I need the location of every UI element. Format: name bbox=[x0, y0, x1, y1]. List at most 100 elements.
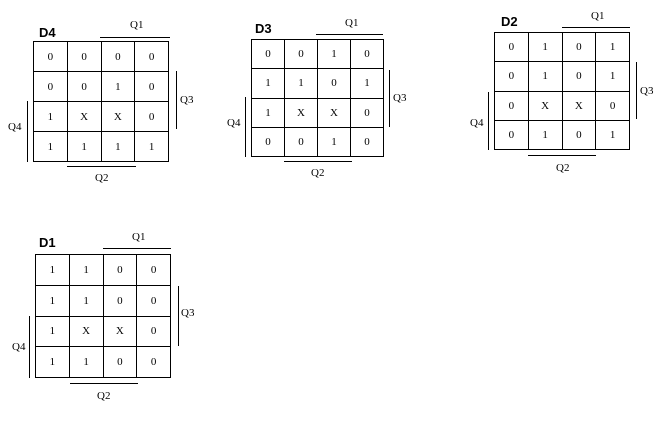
q1-label: Q1 bbox=[591, 10, 605, 22]
kmap-cell: 1 bbox=[251, 97, 285, 128]
kmap-cell: 0 bbox=[136, 315, 171, 348]
kmap-cell: 1 bbox=[35, 254, 70, 286]
q2-label: Q2 bbox=[95, 172, 109, 184]
kmap-cell: X bbox=[102, 315, 138, 348]
kmap-cell: X bbox=[561, 90, 597, 121]
kmap-cell: 0 bbox=[595, 90, 630, 121]
kmap-cell: 1 bbox=[35, 346, 70, 378]
q2-label: Q2 bbox=[97, 390, 111, 402]
kmap-title: D1 bbox=[39, 235, 56, 250]
kmap-cell: 1 bbox=[317, 126, 351, 158]
q2-span-line bbox=[70, 383, 138, 384]
q1-span-line bbox=[103, 248, 171, 249]
kmap-cell: 0 bbox=[136, 284, 171, 317]
karnaugh-grid: 0 0 0 0 0 0 1 0 1 X X 0 1 1 1 1 bbox=[33, 41, 169, 162]
kmap-cell: 0 bbox=[284, 38, 318, 70]
kmap-cell: 0 bbox=[350, 97, 384, 128]
q4-span-line bbox=[488, 92, 489, 150]
q3-span-line bbox=[389, 70, 390, 127]
q4-span-line bbox=[245, 97, 246, 157]
kmap-cell: 0 bbox=[136, 346, 171, 378]
kmap-cell: 0 bbox=[134, 41, 169, 72]
kmap-cell: X bbox=[66, 101, 102, 132]
q1-label: Q1 bbox=[130, 19, 144, 31]
q4-label: Q4 bbox=[12, 341, 26, 353]
kmap-cell: 0 bbox=[494, 119, 529, 151]
kmap-cell: 0 bbox=[561, 31, 597, 63]
kmap-cell: 1 bbox=[68, 284, 104, 317]
kmap-cell: 1 bbox=[527, 31, 563, 63]
kmap-cell: X bbox=[68, 315, 104, 348]
kmap-cell: 1 bbox=[33, 131, 68, 162]
kmap-cell: 1 bbox=[527, 119, 563, 151]
kmap-cell: 1 bbox=[284, 68, 318, 99]
kmap-cell: 0 bbox=[134, 71, 169, 102]
kmap-cell: 1 bbox=[350, 68, 384, 99]
q4-label: Q4 bbox=[470, 117, 484, 129]
karnaugh-grid: 1 1 0 0 1 1 0 0 1 X X 0 1 1 0 0 bbox=[35, 254, 171, 378]
karnaugh-grid: 0 0 1 0 1 1 0 1 1 X X 0 0 0 1 0 bbox=[251, 38, 384, 158]
kmap-cell: 1 bbox=[100, 71, 136, 102]
kmap-cell: 1 bbox=[66, 131, 102, 162]
q2-span-line bbox=[528, 155, 596, 156]
q2-label: Q2 bbox=[556, 162, 570, 174]
kmap-cell: 0 bbox=[561, 119, 597, 151]
kmap-title: D3 bbox=[255, 21, 272, 36]
kmap-title: D2 bbox=[501, 14, 518, 29]
kmap-cell: 0 bbox=[102, 346, 138, 378]
q1-label: Q1 bbox=[132, 231, 146, 243]
q3-label: Q3 bbox=[180, 94, 194, 106]
q3-span-line bbox=[176, 71, 177, 129]
kmap-cell: 1 bbox=[134, 131, 169, 162]
q4-label: Q4 bbox=[227, 117, 241, 129]
kmap-cell: 1 bbox=[100, 131, 136, 162]
kmap-cell: 0 bbox=[102, 284, 138, 317]
kmap-cell: 1 bbox=[68, 346, 104, 378]
kmap-cell: 0 bbox=[134, 101, 169, 132]
kmap-cell: 0 bbox=[284, 126, 318, 158]
q1-span-line bbox=[316, 34, 383, 35]
kmap-cell: 0 bbox=[494, 61, 529, 92]
kmap-cell: 0 bbox=[350, 126, 384, 158]
kmap-cell: 1 bbox=[33, 101, 68, 132]
kmap-cell: 0 bbox=[350, 38, 384, 70]
kmap-cell: 0 bbox=[136, 254, 171, 286]
q1-span-line bbox=[100, 37, 170, 38]
kmap-cell: 1 bbox=[35, 315, 70, 348]
kmap-cell: 0 bbox=[494, 31, 529, 63]
kmap-cell: 1 bbox=[68, 254, 104, 286]
kmap-cell: 1 bbox=[35, 284, 70, 317]
q4-span-line bbox=[27, 101, 28, 162]
kmap-cell: X bbox=[527, 90, 563, 121]
q3-span-line bbox=[636, 62, 637, 119]
q2-span-line bbox=[67, 166, 136, 167]
q2-span-line bbox=[284, 161, 352, 162]
kmap-cell: 1 bbox=[527, 61, 563, 92]
q3-label: Q3 bbox=[393, 92, 407, 104]
q4-label: Q4 bbox=[8, 121, 22, 133]
kmap-cell: 1 bbox=[251, 68, 285, 99]
kmap-cell: 0 bbox=[33, 71, 68, 102]
kmap-cell: 0 bbox=[100, 41, 136, 72]
q3-span-line bbox=[178, 286, 179, 346]
kmap-cell: 0 bbox=[317, 68, 351, 99]
q3-label: Q3 bbox=[640, 85, 654, 97]
kmap-cell: 0 bbox=[102, 254, 138, 286]
q1-span-line bbox=[562, 27, 630, 28]
kmap-cell: 0 bbox=[251, 126, 285, 158]
kmap-cell: 0 bbox=[66, 71, 102, 102]
kmap-cell: 0 bbox=[251, 38, 285, 70]
kmap-cell: X bbox=[317, 97, 351, 128]
kmap-cell: 0 bbox=[561, 61, 597, 92]
kmap-cell: X bbox=[284, 97, 318, 128]
karnaugh-grid: 0 1 0 1 0 1 0 1 0 X X 0 0 1 0 1 bbox=[494, 31, 630, 151]
kmap-cell: 1 bbox=[317, 38, 351, 70]
kmap-title: D4 bbox=[39, 25, 56, 40]
kmap-cell: 0 bbox=[494, 90, 529, 121]
kmap-cell: 1 bbox=[595, 61, 630, 92]
kmap-cell: 1 bbox=[595, 119, 630, 151]
kmap-cell: X bbox=[100, 101, 136, 132]
q2-label: Q2 bbox=[311, 167, 325, 179]
kmap-cell: 0 bbox=[33, 41, 68, 72]
q4-span-line bbox=[29, 316, 30, 378]
